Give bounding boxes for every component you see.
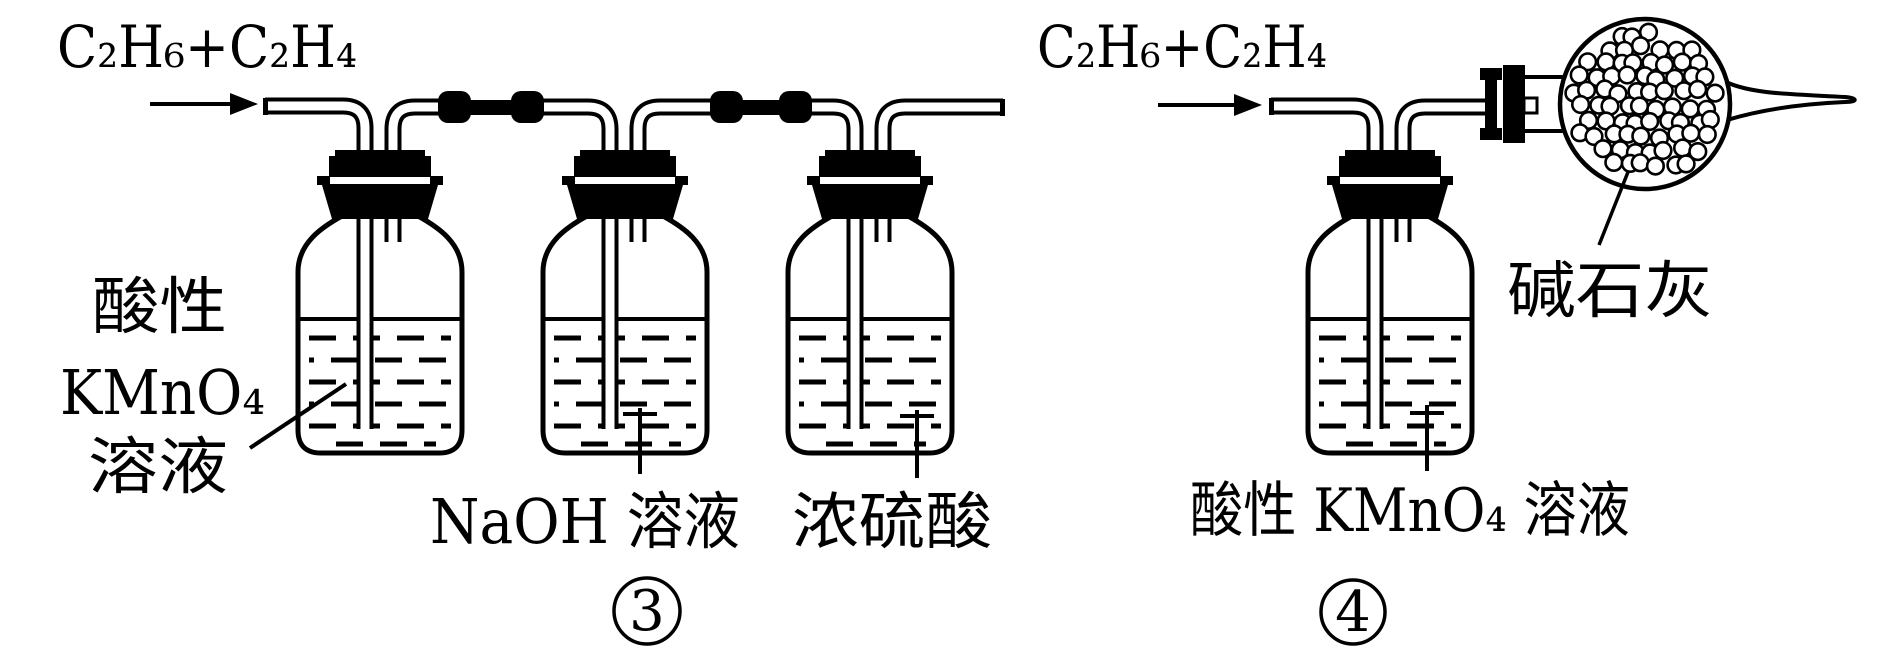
granule — [1688, 79, 1708, 99]
rubber-stopper — [1480, 65, 1525, 143]
bottle-2-inlet-tube-bore — [540, 102, 615, 170]
gas-flow-arrow-right — [1158, 94, 1262, 116]
bottle-2-label: NaOH 溶液 — [430, 408, 740, 558]
bottle-3-label: 浓硫酸 — [792, 410, 992, 558]
connector-2-right-sleeve — [779, 91, 812, 123]
soda-lime-label: 碱石灰 — [1507, 254, 1713, 327]
soda-lime-granules — [1564, 22, 1725, 176]
granule — [1654, 55, 1675, 75]
bottle-1-cap — [317, 150, 443, 219]
apparatus-3-number-badge: 3 — [612, 576, 682, 646]
bottle-2-cap — [562, 150, 688, 219]
arrow-head-icon — [230, 93, 258, 115]
granule — [1570, 94, 1591, 115]
bottle-1-label-line-1: 酸性 — [92, 270, 227, 343]
connector-1-left-sleeve — [438, 91, 471, 123]
granule — [1604, 152, 1624, 172]
stopper-ring-bottom-flange — [1480, 128, 1502, 140]
soda-lime-label-group: 碱石灰 — [1507, 171, 1713, 327]
apparatus-4: C₂H₆+C₂H₄ 碱石灰 酸性 KMnO₄ 溶液 4 — [1037, 13, 1857, 646]
inlet-tube-end-wall — [1269, 98, 1274, 115]
apparatus-4-number-circle — [1319, 578, 1387, 646]
gas-flow-arrow-left — [150, 93, 258, 115]
gas-formula-label-left: C₂H₆+C₂H₄ — [57, 13, 357, 81]
stopper-ring-stem — [1485, 68, 1497, 140]
bottle-1-leader-line — [248, 382, 348, 450]
connector-1-hose — [469, 100, 513, 115]
bottle-4-outlet-tube-bore — [1398, 102, 1490, 170]
granule — [1676, 154, 1696, 174]
apparatus-3-number: 3 — [629, 579, 665, 644]
bottle-2-label-text: NaOH 溶液 — [430, 485, 740, 558]
granule — [1630, 153, 1650, 173]
bottle-1-label: 酸性 KMnO₄ 溶液 — [60, 270, 348, 503]
granule — [1578, 52, 1598, 72]
connector-2-left-sleeve — [710, 91, 743, 123]
granule — [1697, 124, 1717, 145]
apparatus-4-number: 4 — [1335, 580, 1371, 645]
granule — [1665, 68, 1685, 88]
bottle-4-label-text: 酸性 KMnO₄ 溶液 — [1190, 476, 1630, 546]
granule — [1654, 81, 1674, 101]
bottle-4-inlet-tube-bore — [1271, 101, 1380, 170]
bottle-4-cap — [1327, 150, 1453, 219]
stopper-body — [1503, 65, 1525, 143]
granule — [1705, 83, 1725, 103]
apparatus-3-number-circle — [612, 576, 682, 646]
granule — [1569, 65, 1589, 85]
bottle-1-outlet-tube-bore — [388, 102, 442, 170]
granule — [1630, 36, 1651, 56]
granule — [1700, 109, 1720, 130]
granule — [1672, 138, 1693, 158]
bottle-1-label-line-3: 溶液 — [88, 430, 228, 503]
granule — [1631, 126, 1651, 146]
bottle-4-label: 酸性 KMnO₄ 溶液 — [1190, 405, 1630, 546]
granule — [1653, 140, 1673, 161]
arrow-head-icon — [1234, 94, 1262, 116]
granule — [1640, 111, 1660, 132]
granule — [1629, 96, 1650, 116]
bottle-3-cap — [807, 150, 933, 219]
apparatus-4-number-badge: 4 — [1319, 578, 1387, 646]
outlet-tube-end-wall — [1000, 99, 1005, 116]
bottle-2-outlet-tube-bore — [633, 102, 712, 170]
rubber-connectors — [263, 91, 1005, 123]
granule — [1617, 65, 1637, 85]
bottle-3-inlet-tube-bore — [810, 102, 860, 170]
granule — [1645, 156, 1665, 176]
bulb-spout — [1725, 80, 1857, 122]
connector-1-right-sleeve — [511, 91, 544, 123]
bottle-3-outlet-tube-bore — [878, 102, 1003, 170]
bottle-1-inlet-tube-bore — [265, 101, 370, 170]
bottle-3-label-text: 浓硫酸 — [792, 485, 992, 558]
bulb-neck-tube-tip — [1522, 96, 1539, 115]
gas-formula-label-right: C₂H₆+C₂H₄ — [1037, 13, 1327, 81]
soda-lime-leader-line — [1597, 171, 1630, 246]
apparatus-3: C₂H₆+C₂H₄ 酸性 KMnO₄ 溶液 NaOH 溶液 浓硫酸 3 — [57, 13, 1005, 646]
bottle-1-label-line-2: KMnO₄ — [60, 356, 265, 429]
connector-2-hose — [741, 100, 781, 115]
inlet-tube-end-wall — [263, 98, 268, 115]
granule — [1688, 142, 1708, 162]
